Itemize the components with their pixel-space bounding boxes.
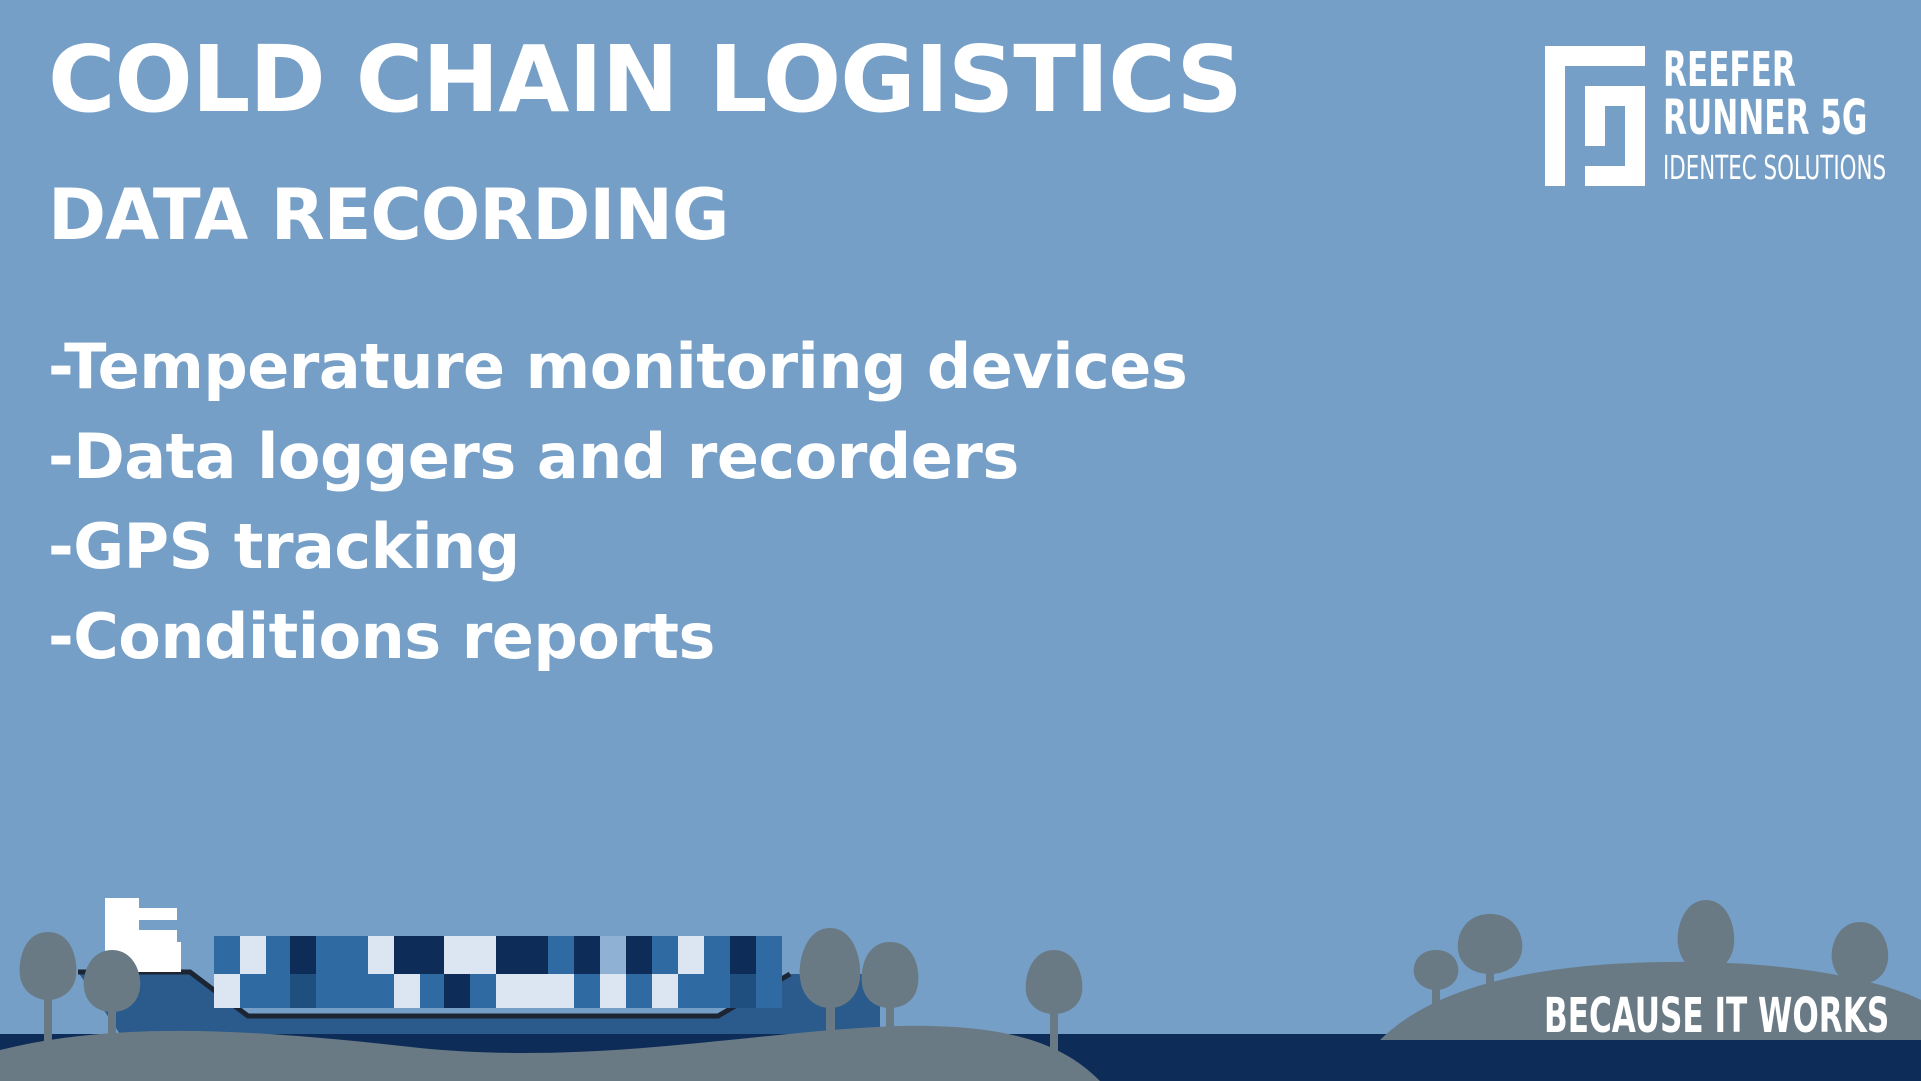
tree-icon	[1413, 950, 1459, 1030]
tree-icon	[1677, 900, 1735, 1020]
hill-right	[1380, 961, 1921, 1040]
logo-text-reefer: REEFER	[1663, 42, 1796, 98]
bullet-list: -Temperature monitoring devices -Data lo…	[48, 322, 1188, 682]
brand-logo: REEFER RUNNER 5G IDENTEC SOLUTIONS	[1545, 42, 1887, 188]
tree-icon	[1025, 950, 1083, 1070]
tagline: BECAUSE IT WORKS	[1544, 988, 1890, 1044]
tree-icon	[83, 950, 141, 1052]
tree-icon	[799, 928, 861, 1070]
reefer-runner-logo-icon	[1545, 46, 1645, 186]
bullet-item: -GPS tracking	[48, 510, 520, 583]
harbor-scene	[0, 898, 1921, 1081]
logo-text-runner: RUNNER 5G	[1663, 90, 1868, 146]
slide-title: COLD CHAIN LOGISTICS	[48, 26, 1243, 133]
bullet-item: -Temperature monitoring devices	[48, 330, 1188, 403]
tree-icon	[19, 932, 77, 1050]
tree-icon	[861, 942, 919, 1072]
tree-icon	[1457, 914, 1523, 1030]
tree-icon	[1831, 922, 1889, 1024]
bullet-item: -Data loggers and recorders	[48, 420, 1019, 493]
bullet-item: -Conditions reports	[48, 600, 715, 673]
logo-text-identec: IDENTEC SOLUTIONS	[1663, 148, 1887, 187]
slide-subtitle: DATA RECORDING	[48, 174, 729, 256]
container-ship-icon	[78, 898, 880, 1034]
